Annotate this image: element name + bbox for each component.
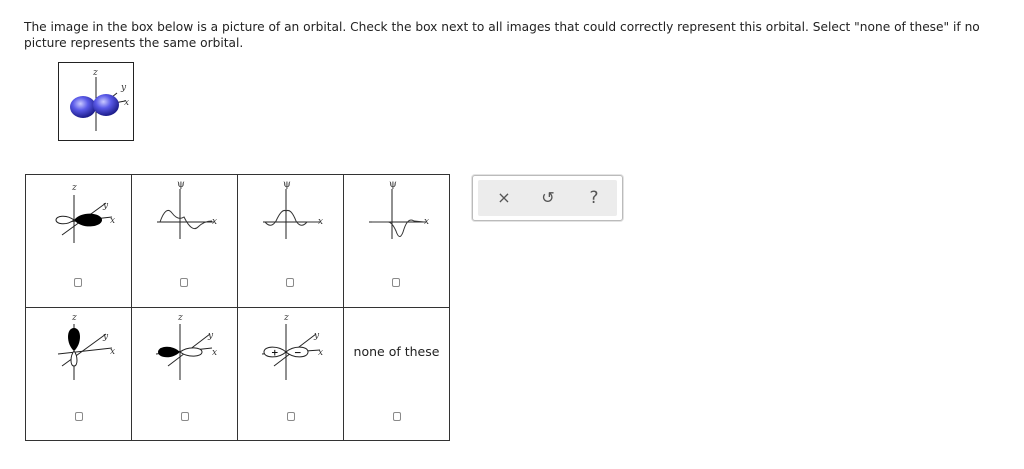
wavefunction-plot: ψ x — [157, 179, 217, 239]
option-7[interactable]: + − z y x — [237, 307, 344, 441]
x-label: x — [212, 348, 217, 358]
plus-sign: + — [271, 349, 279, 359]
undo-icon: ↺ — [541, 188, 555, 207]
orbital-lobe-negative — [285, 346, 309, 358]
checkbox[interactable] — [74, 278, 82, 287]
none-of-these-label: none of these — [353, 344, 440, 359]
orbital-lobe-filled — [68, 328, 80, 351]
help-button[interactable]: ? — [574, 180, 614, 216]
psi-label: ψ — [389, 179, 397, 190]
px-signed-orbital-figure: + − z y x — [261, 313, 323, 380]
close-icon: × — [497, 188, 511, 207]
z-label: z — [177, 313, 183, 323]
checkbox[interactable] — [181, 412, 189, 421]
orbital-lobe-right — [93, 94, 119, 116]
minus-sign: − — [294, 349, 302, 359]
wave-curve — [159, 210, 213, 230]
y-label: y — [313, 331, 320, 341]
x-label: x — [212, 217, 217, 227]
wave-curve — [372, 219, 425, 237]
x-label: x — [318, 348, 323, 358]
checkbox[interactable] — [75, 412, 83, 421]
checkbox[interactable] — [287, 412, 295, 421]
reference-orbital-figure: z y x — [70, 68, 129, 131]
clear-button[interactable]: × — [484, 180, 524, 216]
option-5[interactable]: z y x — [25, 307, 132, 441]
x-label: x — [110, 347, 115, 357]
option-4[interactable]: ψ x — [343, 174, 450, 308]
orbital-lobe-filled — [158, 346, 180, 358]
orbital-lobe-filled — [74, 213, 102, 227]
psi-label: ψ — [177, 179, 185, 190]
z-label: z — [92, 68, 98, 78]
answer-toolbar: × ↺ ? — [472, 175, 623, 221]
checkbox[interactable] — [180, 278, 188, 287]
wavefunction-plot: ψ x — [369, 179, 429, 239]
x-label: x — [424, 217, 429, 227]
y-label: y — [102, 332, 109, 342]
orbital-lobe-left — [70, 96, 96, 118]
wave-curve — [264, 210, 318, 226]
x-label: x — [110, 216, 115, 226]
reference-orbital-image: z y x — [58, 62, 134, 141]
px-orbital-figure: z y x — [55, 183, 115, 243]
checkbox[interactable] — [286, 278, 294, 287]
z-label: z — [71, 313, 77, 323]
y-label: y — [102, 201, 109, 211]
help-icon: ? — [589, 188, 599, 208]
orbital-lobe-open — [179, 347, 203, 357]
undo-button[interactable]: ↺ — [528, 180, 568, 216]
orbital-lobe-open — [70, 350, 78, 367]
toolbar-button-group: × ↺ ? — [478, 180, 617, 216]
orbital-lobe-open — [55, 215, 75, 225]
answer-options-grid: z y x ψ x ψ x — [25, 174, 450, 441]
option-1[interactable]: z y x — [25, 174, 132, 308]
x-label: x — [124, 98, 129, 108]
checkbox[interactable] — [392, 278, 400, 287]
y-label: y — [207, 331, 214, 341]
pz-orbital-figure: z y x — [57, 313, 115, 380]
option-6[interactable]: z y x — [131, 307, 238, 441]
x-label: x — [318, 217, 323, 227]
option-2[interactable]: ψ x — [131, 174, 238, 308]
question-prompt: The image in the box below is a picture … — [24, 20, 980, 50]
option-3[interactable]: ψ x — [237, 174, 344, 308]
wavefunction-plot: ψ x — [263, 179, 323, 239]
option-none-of-these[interactable]: none of these — [343, 307, 450, 441]
z-label: z — [283, 313, 289, 323]
px-orbital-figure: z y x — [155, 313, 217, 380]
psi-label: ψ — [283, 179, 291, 190]
checkbox[interactable] — [393, 412, 401, 421]
z-label: z — [71, 183, 77, 193]
y-label: y — [120, 83, 127, 93]
orbital-lobe-positive — [263, 346, 287, 358]
